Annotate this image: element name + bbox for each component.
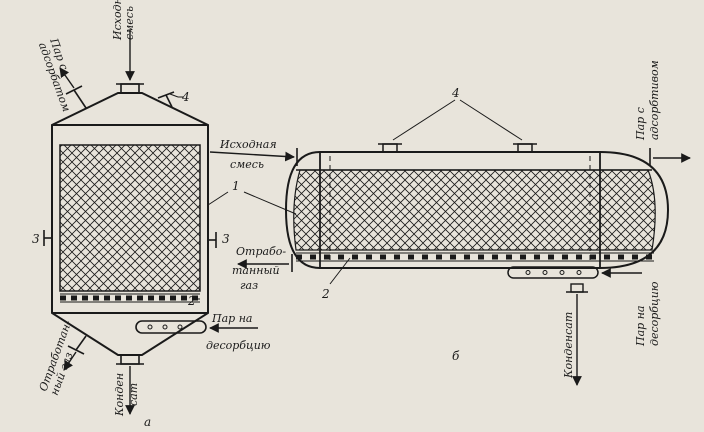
callout-1: 1 — [232, 179, 240, 193]
vertical-steam-outlet-pipe — [73, 89, 87, 109]
callout-3-left: 3 — [32, 232, 40, 246]
vertical-steam-outlet-arrow — [59, 67, 75, 89]
horizontal-steam-sparger — [507, 266, 599, 279]
horizontal-feed-label: Исходная смесь — [219, 138, 280, 171]
horizontal-adsorber — [209, 143, 691, 386]
vertical-steam-sparger — [135, 320, 207, 334]
vertical-steam-desorb-label: Пар на десорбцию — [206, 312, 271, 352]
horizontal-steam-adsorbate-label: Пар с адсорбтивом — [634, 60, 661, 141]
vertical-waste-gas-label: Отработан- ный газ — [37, 315, 87, 397]
vertical-adsorbent-bed — [59, 144, 201, 292]
callout-2-vertical: 2 — [187, 294, 196, 308]
vertical-waste-gas-pipe — [75, 335, 87, 351]
vertical-bottom-nozzle — [120, 354, 140, 365]
horizontal-feed-arrow — [209, 151, 295, 162]
horizontal-condensate-label: Конденсат — [562, 312, 575, 379]
callout-2-horizontal: 2 — [321, 287, 330, 301]
horizontal-top-nozzle-1 — [382, 143, 398, 153]
vertical-nozzle-4 — [165, 94, 173, 108]
caption-b: б — [452, 349, 460, 363]
vertical-top-nozzle — [120, 83, 140, 94]
horizontal-waste-gas-label: Отрабо- танный газ — [232, 245, 290, 292]
horizontal-top-nozzle-2 — [517, 143, 533, 153]
callout-4-horizontal: 4 — [451, 86, 460, 100]
vertical-waste-gas-arrow — [63, 351, 77, 371]
horizontal-steam-desorb-label: Пар на десорбцию — [634, 281, 661, 347]
horizontal-adsorbent-bed — [293, 169, 656, 251]
vertical-condensate-label: Конден сат — [113, 369, 140, 417]
vertical-feed-label: Исходная смесь — [111, 0, 136, 41]
horizontal-condensate-nozzle — [570, 283, 584, 293]
caption-a: а — [144, 415, 151, 429]
callout-4-vertical: 4 — [181, 90, 190, 104]
vertical-adsorber-shell — [51, 92, 209, 356]
vertical-adsorber — [43, 30, 258, 415]
callout-3-right: 3 — [222, 232, 230, 246]
vertical-steam-adsorbate-label: Пар с адсорбатом — [36, 36, 85, 114]
leader-lines — [178, 96, 523, 300]
